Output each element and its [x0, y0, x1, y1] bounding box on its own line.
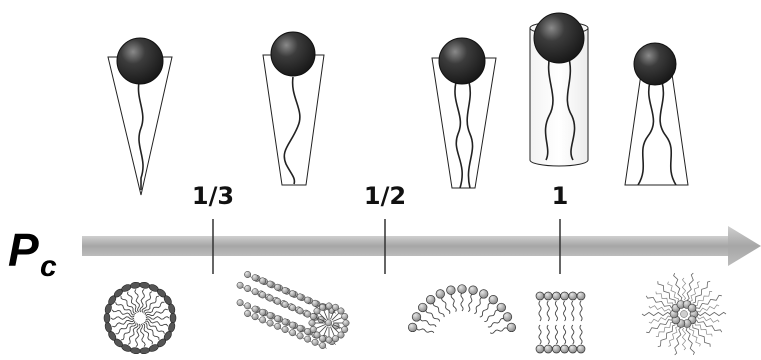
- tick-label-3: 1: [552, 182, 569, 210]
- axis-arrowhead: [728, 226, 761, 266]
- truncated-cone-shape-1: [263, 32, 324, 185]
- cylindrical-micelle: [237, 271, 349, 348]
- truncated-cone-shape-2: [432, 38, 496, 188]
- aggregates: [104, 271, 726, 355]
- axis-shaft: [82, 236, 730, 256]
- tick-label-1: 1/3: [192, 182, 234, 210]
- headgroup-ball-5: [634, 43, 676, 85]
- cone-shape: [108, 38, 172, 195]
- packing-shapes: [108, 13, 688, 195]
- curved-bilayer: [408, 285, 515, 334]
- pc-axis-label: P c: [8, 224, 57, 283]
- pc-symbol: P: [8, 224, 39, 276]
- spherical-micelle: [104, 282, 176, 355]
- pc-subscript: c: [40, 250, 57, 283]
- headgroup-ball-4: [534, 13, 584, 63]
- pc-axis: 1/3 1/2 1: [82, 182, 761, 274]
- planar-bilayer: [536, 292, 585, 353]
- headgroup-ball-2: [271, 32, 315, 76]
- headgroup-ball-3: [439, 38, 485, 84]
- cylinder-shape: [530, 13, 588, 166]
- inverted-truncated-cone-shape: [625, 43, 688, 185]
- headgroup-ball-1: [117, 38, 163, 84]
- inverted-micelle: [642, 273, 726, 355]
- tick-label-2: 1/2: [364, 182, 406, 210]
